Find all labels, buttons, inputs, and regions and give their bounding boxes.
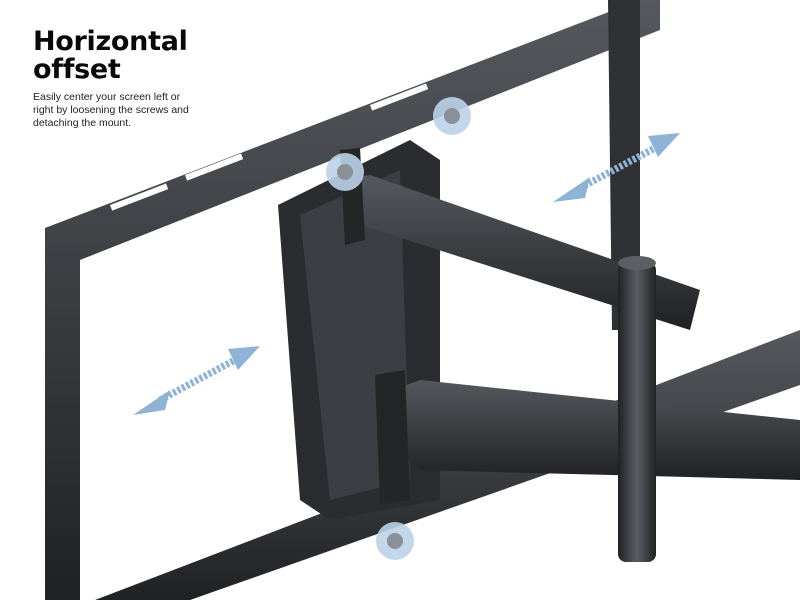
screw-icon xyxy=(376,522,414,560)
heading-line-2: offset xyxy=(33,54,121,85)
horizontal-arrow-left xyxy=(133,346,260,415)
description: Easily center your screen left or right … xyxy=(33,91,189,129)
screw-icon xyxy=(326,153,364,191)
upper-arm xyxy=(340,175,700,330)
heading-line-1: Horizontal xyxy=(33,26,188,57)
pivot-pole xyxy=(618,262,656,562)
screw-icon xyxy=(433,97,471,135)
horizontal-arrow-right xyxy=(553,133,680,202)
lower-arm xyxy=(380,380,800,480)
heading: Horizontal offset xyxy=(33,28,188,84)
